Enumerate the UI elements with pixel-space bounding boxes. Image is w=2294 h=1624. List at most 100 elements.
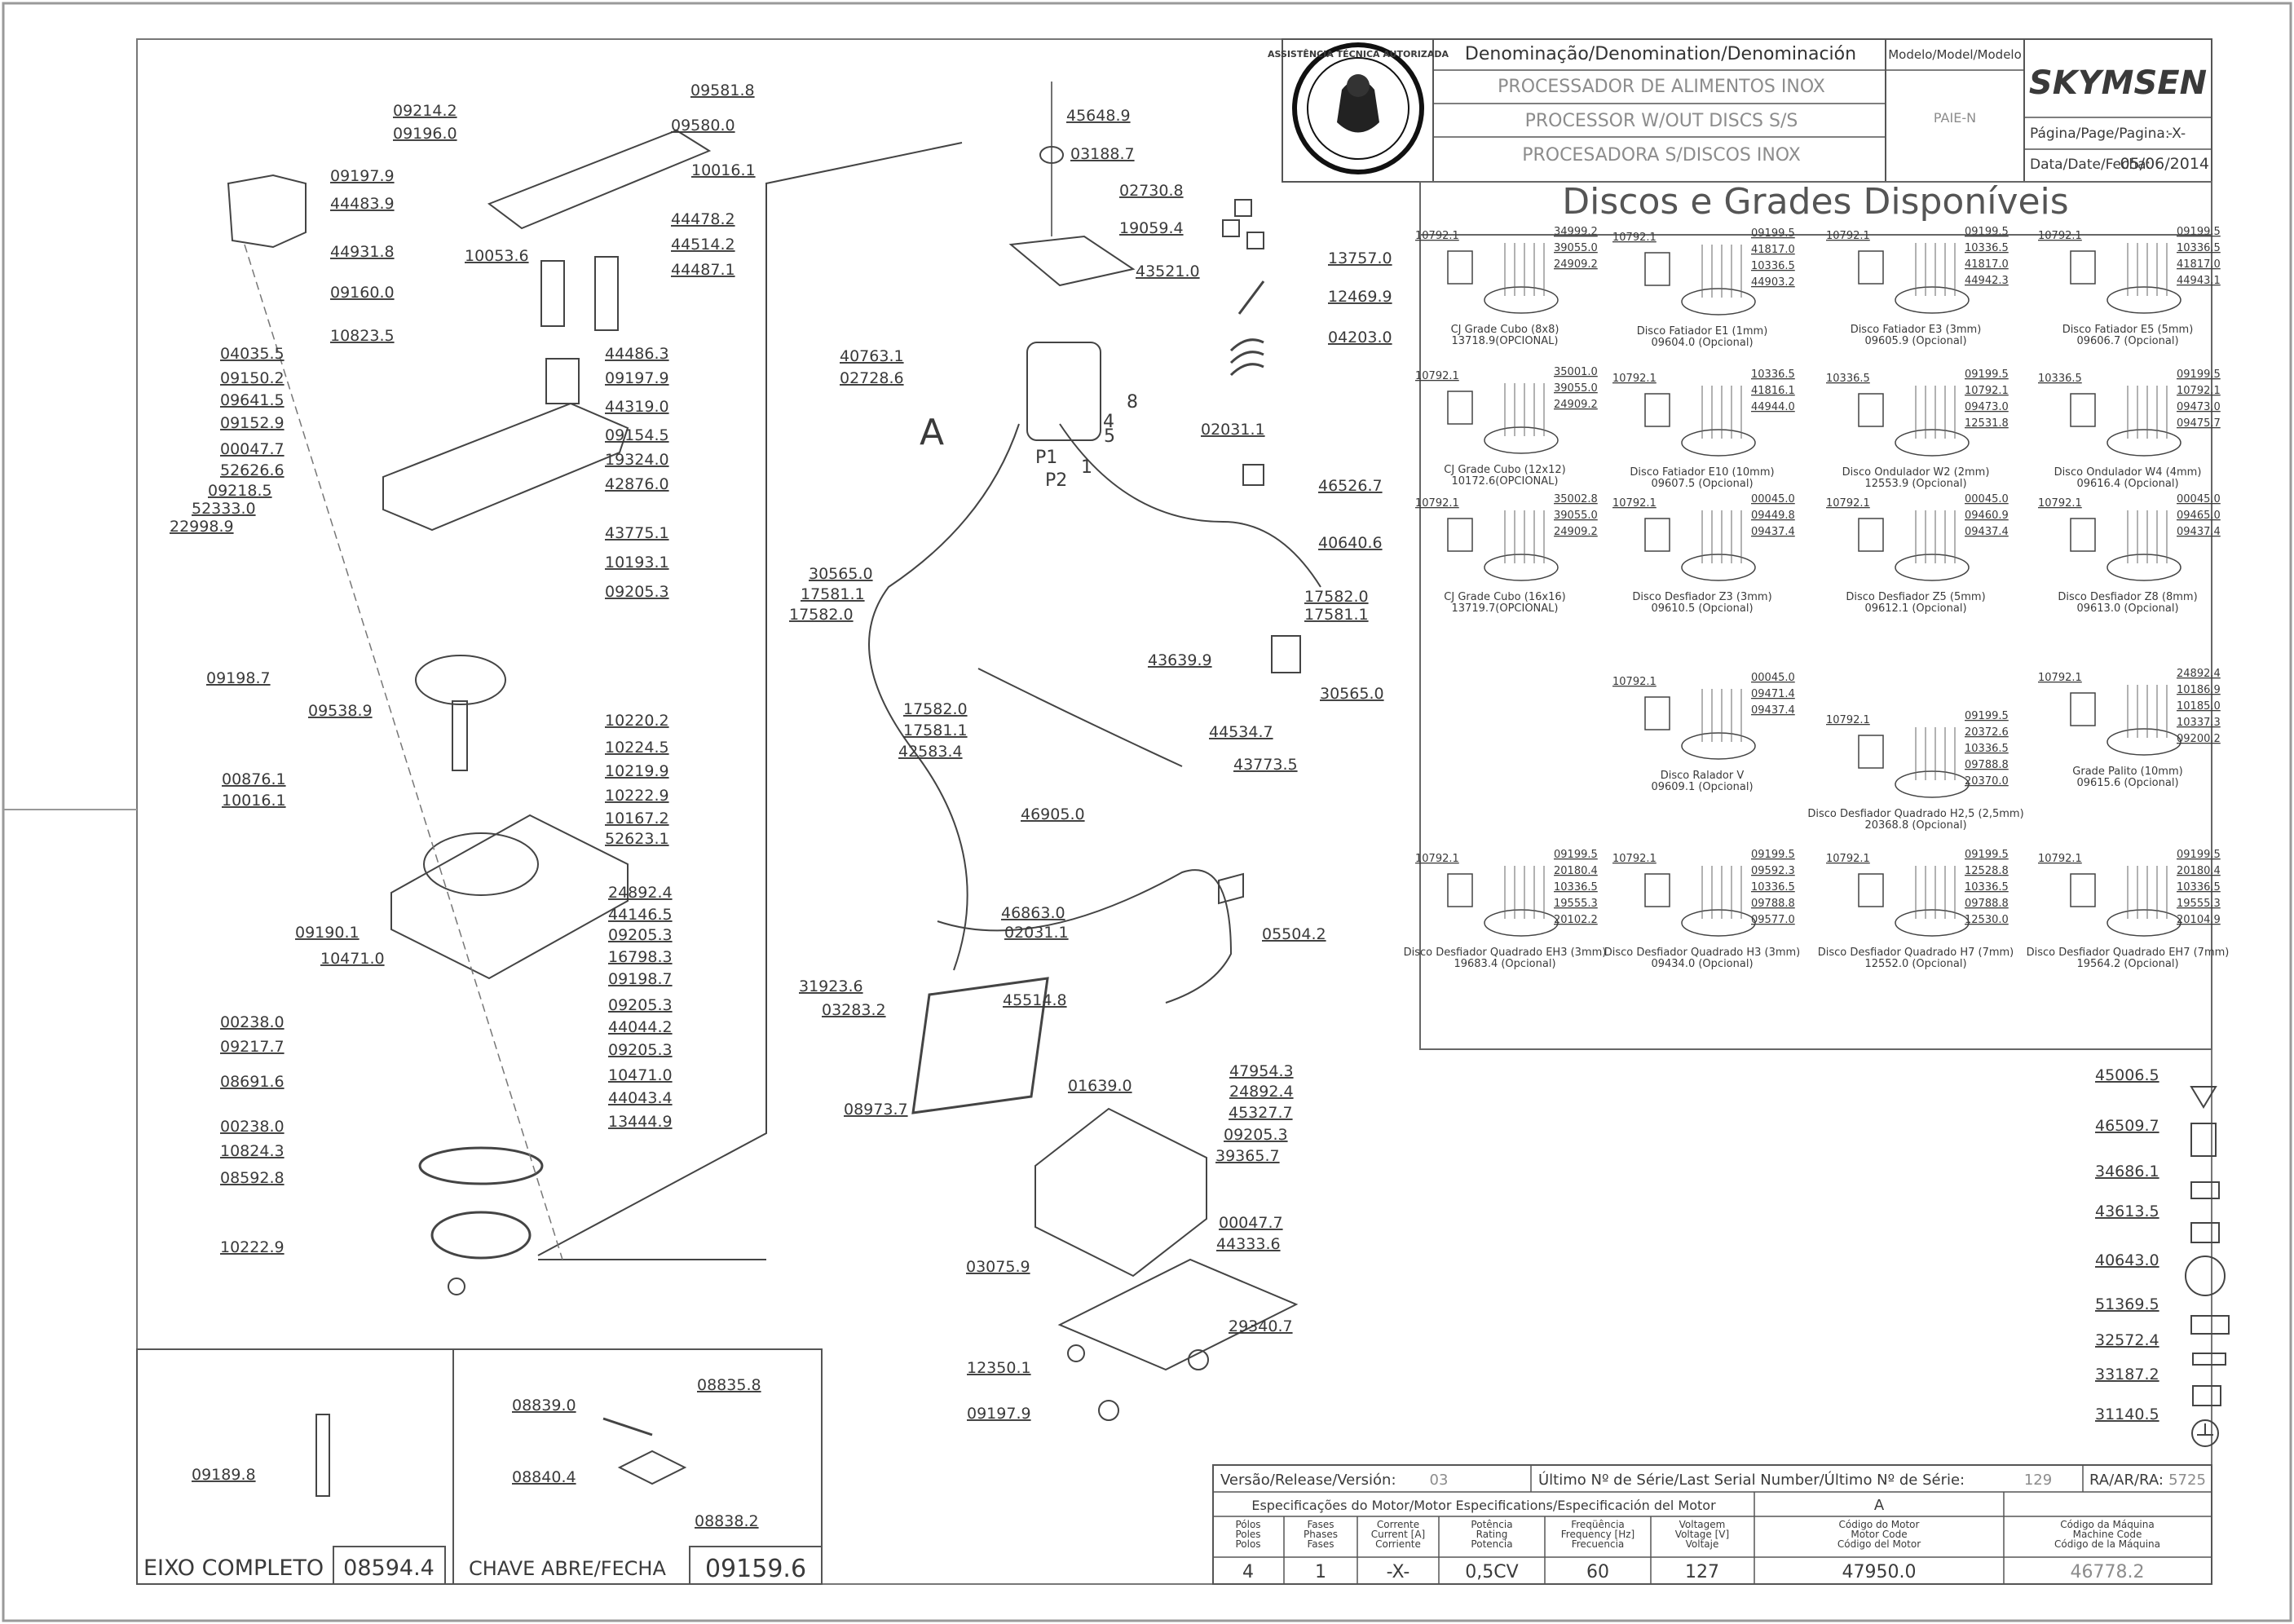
open-close-key-part	[617, 1450, 687, 1485]
disc-part-label: 00045.0	[1965, 493, 2009, 505]
part-label: 02728.6	[840, 369, 904, 387]
part-label: 09205.3	[605, 583, 669, 601]
motor-spec-header: Voltagem	[1679, 1519, 1726, 1530]
product-name-pt: PROCESSADOR DE ALIMENTOS INOX	[1498, 77, 1825, 97]
disc-part-label: 00045.0	[1751, 672, 1795, 684]
part-label: 46905.0	[1021, 805, 1085, 823]
disc-part-label: 10336.5	[1751, 881, 1795, 894]
part-label: 44333.6	[1216, 1235, 1281, 1253]
slicing-disc-part	[415, 655, 506, 705]
disc-code: 19683.4 (Opcional)	[1454, 958, 1555, 970]
part-label: 10222.9	[605, 787, 669, 805]
disc-item: Disco Desfiador Quadrado H3 (3mm)09434.0…	[1604, 849, 1801, 970]
disc-part-label: 10186.9	[2177, 684, 2221, 696]
wire-terminal-label: P1	[1035, 448, 1057, 468]
part-label: 46863.0	[1001, 904, 1065, 922]
disc-part-label: 09437.4	[1751, 704, 1795, 717]
disc-name: Disco Desfiador Z8 (8mm)	[2058, 591, 2197, 603]
disc-drawing	[1681, 732, 1756, 760]
disc-hub-drawing	[1447, 873, 1473, 907]
disc-part-label: 09473.0	[2177, 401, 2221, 413]
disc-part-label: 10185.0	[2177, 700, 2221, 713]
disc-part-label: 34999.2	[1554, 226, 1598, 238]
disc-item: CJ Grade Cubo (12x12)10172.6(OPCIONAL)10…	[1415, 366, 1598, 488]
disc-part-label: 09199.5	[1554, 849, 1598, 861]
disc-part-label: 10792.1	[1612, 853, 1657, 865]
disc-part-label: 41817.0	[1965, 258, 2009, 271]
part-label: 17581.1	[903, 722, 968, 739]
disc-code: 09609.1 (Opcional)	[1651, 781, 1753, 793]
motor-spec-value: 1	[1315, 1562, 1326, 1582]
disc-item: Grade Palito (10mm)09615.6 (Opcional)107…	[2038, 668, 2221, 789]
part-label: 09205.3	[608, 926, 673, 944]
disc-part-label: 09465.0	[2177, 510, 2221, 522]
part-label: 44514.2	[671, 236, 735, 254]
part-label: 22998.9	[170, 518, 234, 536]
ra-value: 5725	[2168, 1472, 2206, 1489]
shaft-complete-part	[315, 1414, 330, 1497]
part-label: 10053.6	[465, 247, 529, 265]
part-label: 17582.0	[1304, 588, 1369, 606]
power-cord	[937, 869, 1233, 1004]
foot-3	[1188, 1349, 1209, 1370]
part-label: 10222.9	[220, 1238, 285, 1256]
knob-part-icon	[2185, 1256, 2226, 1296]
disc-part-label: 10792.1	[1612, 497, 1657, 510]
disc-part-label: 10792.1	[2038, 853, 2082, 865]
part-label: 09205.3	[1224, 1126, 1288, 1144]
motor-spec-value: 127	[1685, 1562, 1719, 1582]
disc-name: Disco Fatiador E3 (3mm)	[1851, 324, 1982, 336]
part-label: 09581.8	[690, 82, 755, 99]
motor-plate	[1008, 235, 1136, 287]
part-label: 09197.9	[967, 1405, 1031, 1423]
part-label: 12469.9	[1328, 288, 1392, 306]
disc-hub-drawing	[2070, 873, 2096, 907]
part-label: 43775.1	[605, 524, 669, 542]
part-label: 10016.1	[691, 161, 756, 179]
disc-part-label: 10792.1	[2177, 385, 2221, 397]
disc-item: Disco Ondulador W2 (2mm)12553.9 (Opciona…	[1826, 368, 2009, 490]
disc-part-label: 24909.2	[1554, 399, 1598, 411]
belt-part	[418, 1146, 544, 1185]
part-label: 08592.8	[220, 1169, 285, 1187]
accessory-label: 45006.5	[2095, 1066, 2159, 1084]
disc-code: 13718.9(OPCIONAL)	[1452, 335, 1559, 347]
disc-part-label: 09200.2	[2177, 733, 2221, 745]
disc-part-label: 39055.0	[1554, 510, 1598, 522]
part-label: 10224.5	[605, 739, 669, 757]
part-label: 09218.5	[208, 482, 272, 500]
disc-drawing	[1895, 770, 1970, 798]
disc-drawing	[1895, 429, 1970, 457]
disc-part-label: 24909.2	[1554, 526, 1598, 538]
disc-part-label: 10792.1	[1965, 385, 2009, 397]
motor-spec-header: Machine Code	[2073, 1529, 2142, 1540]
disc-part-label: 09199.5	[2177, 368, 2221, 381]
disc-hub-drawing	[1644, 873, 1670, 907]
part-label: 44478.2	[671, 210, 735, 228]
disc-item: Disco Fatiador E1 (1mm)09604.0 (Opcional…	[1612, 227, 1795, 349]
part-label: 44044.2	[608, 1018, 673, 1036]
disc-part-label: 09577.0	[1751, 914, 1795, 926]
part-label: 17582.0	[903, 700, 968, 718]
accessory-label: 43613.5	[2095, 1203, 2159, 1220]
key-title: CHAVE ABRE/FECHA	[469, 1557, 666, 1580]
disc-item: Disco Desfiador Quadrado H2,5 (2,5mm)203…	[1807, 710, 2023, 832]
ground-symbol-icon	[2191, 1419, 2219, 1447]
disc-part-label: 20372.6	[1965, 726, 2009, 739]
disc-code: 09606.7 (Opcional)	[2076, 335, 2178, 347]
disc-hub-drawing	[1858, 518, 1884, 552]
accessory-label: 46509.7	[2095, 1117, 2159, 1135]
part-label: 09217.7	[220, 1038, 285, 1056]
disc-part-label: 09199.5	[1965, 226, 2009, 238]
part-label: 09198.7	[608, 970, 673, 988]
disc-part-label: 20180.4	[1554, 865, 1598, 877]
disc-part-label: 09473.0	[1965, 401, 2009, 413]
motor-spec-header: Voltage [V]	[1675, 1529, 1729, 1540]
part-label: 09205.3	[608, 1041, 673, 1059]
part-label: 10471.0	[608, 1066, 673, 1084]
part-label: 42583.4	[898, 743, 963, 761]
disc-part-label: 09199.5	[1965, 710, 2009, 722]
